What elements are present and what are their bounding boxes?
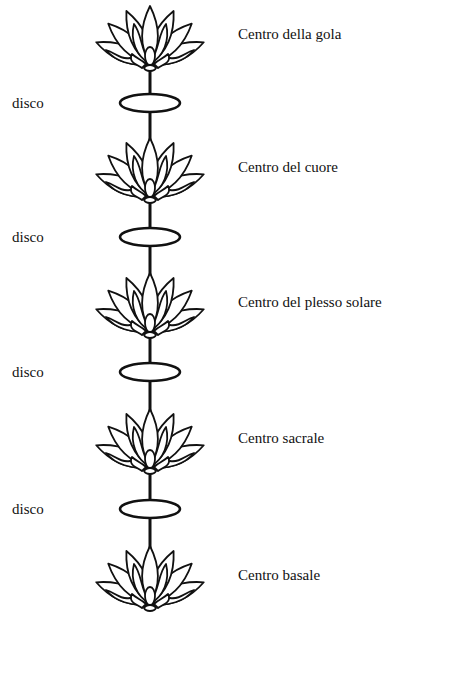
disc-label: disco bbox=[12, 500, 44, 518]
disc-label: disco bbox=[12, 94, 44, 112]
center-label: Centro basale bbox=[238, 566, 320, 584]
disc-label: disco bbox=[12, 228, 44, 246]
center-label: Centro sacrale bbox=[238, 429, 324, 447]
center-label: Centro del plesso solare bbox=[238, 293, 382, 311]
disc-label: disco bbox=[12, 363, 44, 381]
center-label: Centro del cuore bbox=[238, 158, 338, 176]
center-label: Centro della gola bbox=[238, 25, 341, 43]
